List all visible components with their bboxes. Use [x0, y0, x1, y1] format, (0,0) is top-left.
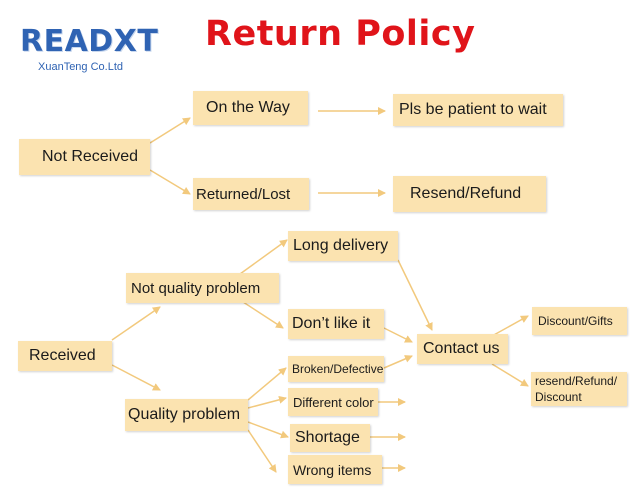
node-broken-defective: Broken/Defective — [288, 356, 384, 382]
node-different-color: Different color — [288, 388, 378, 416]
node-not-quality-problem-label: Not quality problem — [131, 279, 261, 297]
arrow-quality-to-diff-color — [247, 395, 287, 409]
node-resend-refund-label: Resend/Refund — [410, 185, 522, 202]
arrow-received-to-not-quality — [111, 306, 161, 341]
node-contact-us: Contact us — [417, 334, 508, 364]
node-different-color-label: Different color — [293, 394, 374, 410]
node-received-label: Received — [29, 347, 96, 364]
node-not-quality-problem: Not quality problem — [126, 273, 279, 303]
page-title: Return Policy — [205, 14, 476, 54]
node-quality-problem: Quality problem — [125, 399, 248, 431]
logo-company-name: XuanTeng Co.Ltd — [38, 61, 124, 73]
node-patient-label: Pls be patient to wait — [399, 101, 547, 118]
node-dont-like-it-label: Don’t like it — [292, 315, 371, 332]
node-received: Received — [18, 341, 112, 371]
node-wrong-items: Wrong items — [288, 455, 382, 484]
node-discount-gifts: Discount/Gifts — [532, 307, 627, 335]
node-resend-refund-discount-line1: resend/Refund/ — [535, 374, 618, 388]
arrow-contact-to-discount — [491, 315, 529, 337]
node-long-delivery-label: Long delivery — [293, 237, 389, 254]
node-quality-problem-label: Quality problem — [128, 406, 241, 423]
arrow-quality-to-broken — [247, 367, 287, 401]
node-discount-gifts-label: Discount/Gifts — [538, 314, 613, 328]
arrow-quality-to-wrong-items — [247, 429, 277, 473]
arrow-long-delivery-to-contact — [397, 259, 433, 331]
node-returned-lost-label: Returned/Lost — [196, 185, 291, 203]
arrow-contact-to-resend-discount — [491, 363, 529, 387]
node-returned-lost: Returned/Lost — [193, 178, 309, 210]
arrow-not-received-to-returned-lost — [149, 169, 191, 195]
node-dont-like-it: Don’t like it — [288, 309, 384, 339]
node-shortage-label: Shortage — [295, 429, 360, 446]
node-not-received-label: Not Received — [42, 148, 139, 165]
arrow-quality-to-shortage — [247, 421, 289, 439]
node-contact-us-label: Contact us — [423, 340, 500, 357]
node-long-delivery: Long delivery — [288, 231, 398, 261]
arrow-not-quality-to-long-delivery — [239, 239, 288, 275]
node-on-the-way: On the Way — [193, 91, 308, 125]
node-on-the-way-label: On the Way — [206, 99, 290, 116]
node-resend-refund-discount-line2: Discount — [535, 390, 582, 404]
node-patient: Pls be patient to wait — [393, 94, 563, 126]
arrow-broken-to-contact — [383, 355, 413, 369]
node-not-received: Not Received — [19, 139, 150, 175]
arrow-dont-like-to-contact — [383, 327, 413, 343]
node-shortage: Shortage — [290, 424, 370, 452]
company-logo: READXT XuanTeng Co.Ltd — [20, 24, 160, 84]
node-wrong-items-label: Wrong items — [293, 461, 372, 478]
logo-wordmark: READXT — [20, 24, 159, 59]
arrow-received-to-quality — [111, 364, 161, 391]
node-resend-refund: Resend/Refund — [393, 176, 546, 212]
arrow-not-received-to-on-the-way — [149, 117, 191, 144]
arrow-not-quality-to-dont-like — [239, 299, 284, 329]
node-broken-defective-label: Broken/Defective — [292, 362, 384, 376]
node-resend-refund-discount: resend/Refund/ Discount — [531, 372, 627, 406]
